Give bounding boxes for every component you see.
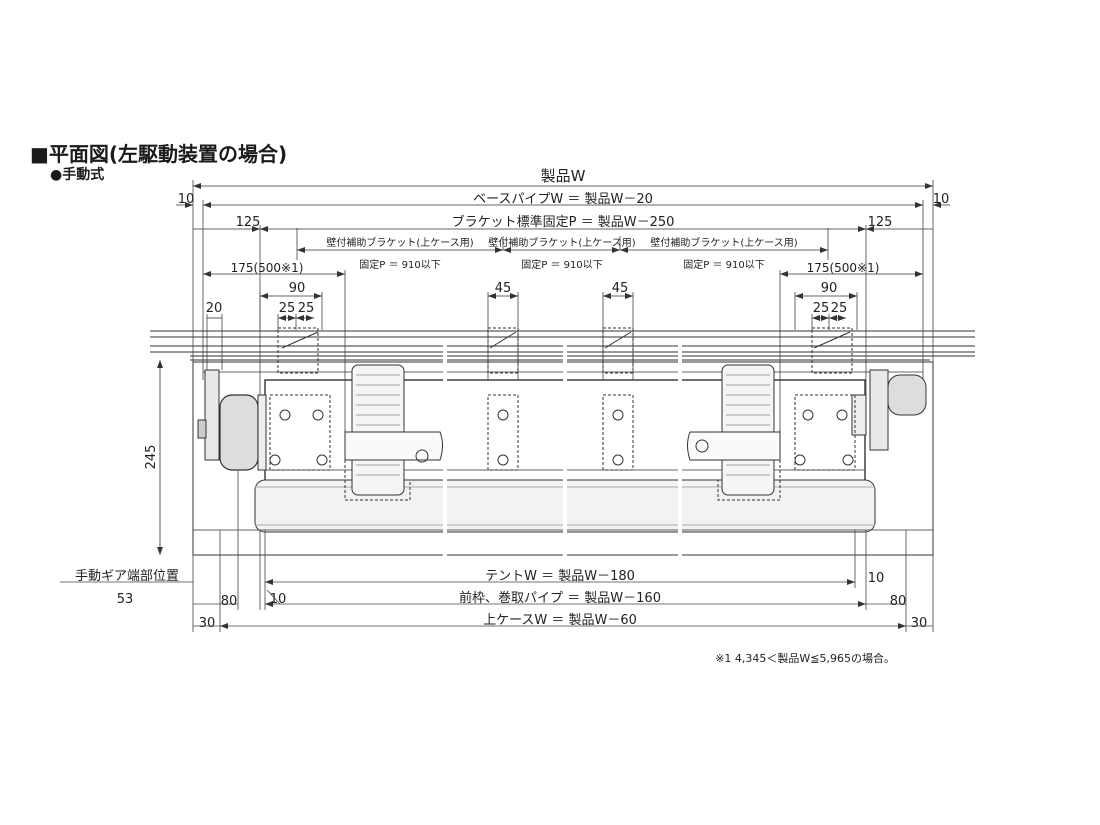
awning-mechanism <box>150 327 975 560</box>
dim-25-a: 25 <box>279 301 296 316</box>
dim-bracket-std: ブラケット標準固定P ＝ 製品W－250 <box>452 214 675 230</box>
dim-20: 20 <box>206 301 223 316</box>
dim-25-d: 25 <box>831 301 848 316</box>
dim-30-right: 30 <box>911 616 928 631</box>
dim-10-bottom-right: 10 <box>868 571 885 586</box>
dim-upper-case: 上ケースW ＝ 製品W－60 <box>483 613 637 628</box>
page-subtitle: ●手動式 <box>50 167 105 183</box>
dim-fixed-p-2: 固定P ＝ 910以下 <box>521 258 602 271</box>
arm-hinge-left <box>344 364 443 501</box>
dim-10-bottom-left: 10 <box>270 592 287 607</box>
dim-manual-gear: 手動ギア端部位置 <box>75 569 179 584</box>
break-marks <box>443 340 682 560</box>
dim-tent-w: テントW ＝ 製品W－180 <box>485 569 635 584</box>
dim-90-right: 90 <box>821 281 838 296</box>
dim-175-left: 175(500※1) <box>231 261 304 275</box>
dim-53: 53 <box>117 592 134 607</box>
dim-fixed-p-3: 固定P ＝ 910以下 <box>683 258 764 271</box>
arm-hinge-right <box>687 364 781 501</box>
dim-wall-bracket-1: 壁付補助ブラケット(上ケース用) <box>326 236 473 249</box>
dim-80-right: 80 <box>890 594 907 609</box>
wall-brackets <box>269 327 856 471</box>
dim-25-c: 25 <box>813 301 830 316</box>
dim-245: 245 <box>144 445 159 470</box>
right-end-cap <box>851 369 927 451</box>
base-pipes <box>150 330 975 361</box>
bottom-dimension-lines <box>60 470 934 632</box>
dim-175-right: 175(500※1) <box>807 261 880 275</box>
dim-45-left: 45 <box>495 281 512 296</box>
dim-90-left: 90 <box>289 281 306 296</box>
dim-product-w: 製品W <box>541 167 586 185</box>
left-end-cap <box>197 369 267 471</box>
footnote: ※1 4,345＜製品W≦5,965の場合。 <box>715 651 895 665</box>
dim-wall-bracket-3: 壁付補助ブラケット(上ケース用) <box>650 236 797 249</box>
dimension-arrows <box>157 183 950 555</box>
dim-front-frame: 前枠、巻取パイプ ＝ 製品W－160 <box>459 590 661 606</box>
dim-125-left: 125 <box>236 215 261 230</box>
page-title: ■平面図(左駆動装置の場合) <box>30 142 288 166</box>
dim-25-b: 25 <box>298 301 315 316</box>
dim-45-right: 45 <box>612 281 629 296</box>
dim-80-left: 80 <box>221 594 238 609</box>
dim-fixed-p-1: 固定P ＝ 910以下 <box>359 258 440 271</box>
bracket-holes <box>269 331 854 466</box>
dim-10-left: 10 <box>178 192 195 207</box>
dim-30-left: 30 <box>199 616 216 631</box>
dim-10-right: 10 <box>933 192 950 207</box>
dim-base-pipe: ベースパイプW ＝ 製品W－20 <box>473 192 653 207</box>
dim-125-right: 125 <box>868 215 893 230</box>
dim-wall-bracket-2: 壁付補助ブラケット(上ケース用) <box>488 236 635 249</box>
